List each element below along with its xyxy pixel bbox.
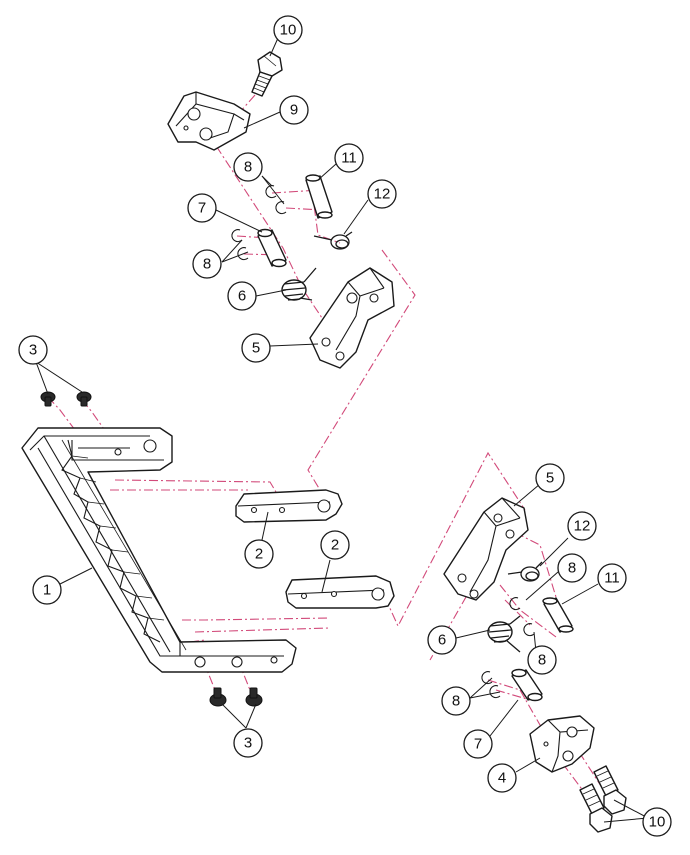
callout-label: 12	[374, 186, 391, 203]
pin-part-11-bottom	[542, 597, 574, 633]
callout-label: 2	[331, 537, 339, 554]
callout-label: 3	[244, 735, 252, 752]
link-plate-part-2-lower	[285, 575, 395, 609]
spring-part-12-top	[313, 231, 353, 250]
bolt-part-10-bottom	[579, 765, 627, 833]
callout-10-bottom: 10	[642, 807, 672, 837]
callout-label: 8	[203, 256, 211, 273]
callout-label: 10	[649, 814, 666, 831]
callout-11-top: 11	[334, 143, 364, 173]
callout-1: 1	[32, 575, 62, 605]
pin-part-11-top	[305, 174, 333, 219]
link-plate-part-2-upper	[235, 489, 343, 523]
callout-9: 9	[279, 95, 309, 125]
callout-label: 10	[280, 22, 297, 39]
callout-label: 8	[538, 652, 546, 669]
callout-label: 4	[498, 770, 506, 787]
callout-10-top: 10	[273, 15, 303, 45]
callout-label: 8	[244, 159, 252, 176]
callout-label: 11	[604, 570, 620, 587]
callout-label: 3	[29, 342, 37, 359]
callout-6-bottom: 6	[427, 625, 457, 655]
screw-part-3-bottom	[209, 687, 263, 707]
callout-label: 8	[568, 560, 576, 577]
callout-3-top: 3	[18, 335, 48, 365]
callout-12-bottom: 12	[567, 511, 597, 541]
callout-3-bottom: 3	[233, 728, 263, 758]
callout-8-bottom-b: 8	[527, 645, 557, 675]
bolt-part-10-top	[251, 51, 283, 97]
callout-11-bottom: 11	[597, 563, 627, 593]
callout-label: 1	[43, 582, 51, 599]
callout-label: 7	[198, 200, 206, 217]
callout-label: 8	[452, 693, 460, 710]
hinge-bracket-part-4	[529, 715, 595, 773]
callout-8-top-lower: 8	[192, 249, 222, 279]
leader-lines	[35, 37, 649, 823]
callout-7-bottom: 7	[463, 729, 493, 759]
callout-label: 12	[574, 518, 591, 535]
callout-7-top: 7	[187, 193, 217, 223]
pin-part-7-top	[257, 228, 287, 268]
callout-12-top: 12	[367, 179, 397, 209]
callout-label: 2	[255, 546, 263, 563]
clip-part-8-bottom	[481, 597, 535, 699]
callout-label: 7	[474, 736, 482, 753]
callout-5-top: 5	[241, 333, 271, 363]
callout-8-bottom-c: 8	[441, 686, 471, 716]
callout-label: 9	[290, 102, 298, 119]
callout-2-b: 2	[320, 530, 350, 560]
hinge-bracket-part-9	[167, 91, 251, 151]
callout-2-a: 2	[244, 539, 274, 569]
frame-part-1	[21, 427, 297, 673]
callout-label: 5	[546, 470, 554, 487]
callout-6-top: 6	[227, 281, 257, 311]
bracket-part-5-top	[309, 267, 395, 369]
callout-8-bottom-a: 8	[557, 553, 587, 583]
pin-part-7-bottom	[511, 668, 543, 702]
spring-part-6-bottom	[487, 615, 521, 653]
callout-5-bottom: 5	[535, 463, 565, 493]
screw-part-3-top	[40, 391, 92, 407]
callout-8-top-upper: 8	[233, 152, 263, 182]
callout-label: 6	[238, 288, 246, 305]
spring-part-12-bottom	[507, 561, 543, 582]
bracket-part-5-bottom	[443, 497, 529, 601]
callout-label: 6	[438, 632, 446, 649]
callout-4: 4	[487, 763, 517, 793]
callout-label: 11	[341, 150, 357, 167]
callout-label: 5	[252, 340, 260, 357]
spring-part-6-top	[281, 267, 317, 301]
